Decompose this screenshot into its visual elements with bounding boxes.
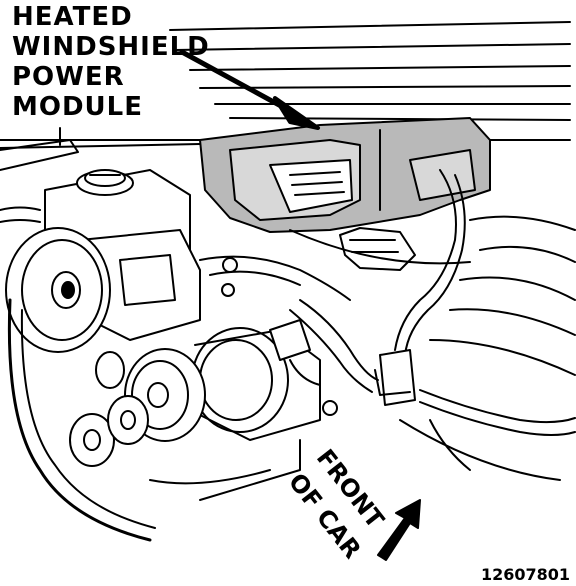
figure-number: 12607801	[480, 565, 570, 584]
callout-line-3: POWER	[12, 62, 125, 92]
power-module	[199, 117, 491, 233]
callout-line-4: MODULE	[12, 92, 143, 122]
callout-line-1: HEATED	[12, 2, 133, 32]
drive-belt	[7, 298, 301, 542]
front-of-car-arrow	[377, 499, 421, 561]
callout-line-2: WINDSHIELD	[12, 32, 210, 62]
wiring-harness	[0, 169, 576, 471]
intake-manifold	[289, 215, 576, 481]
module-callout-label: HEATED WINDSHIELD POWER MODULE	[12, 2, 210, 122]
callout-arrow	[179, 49, 320, 130]
alternator	[124, 319, 338, 442]
power-steering-pulley	[5, 227, 111, 353]
